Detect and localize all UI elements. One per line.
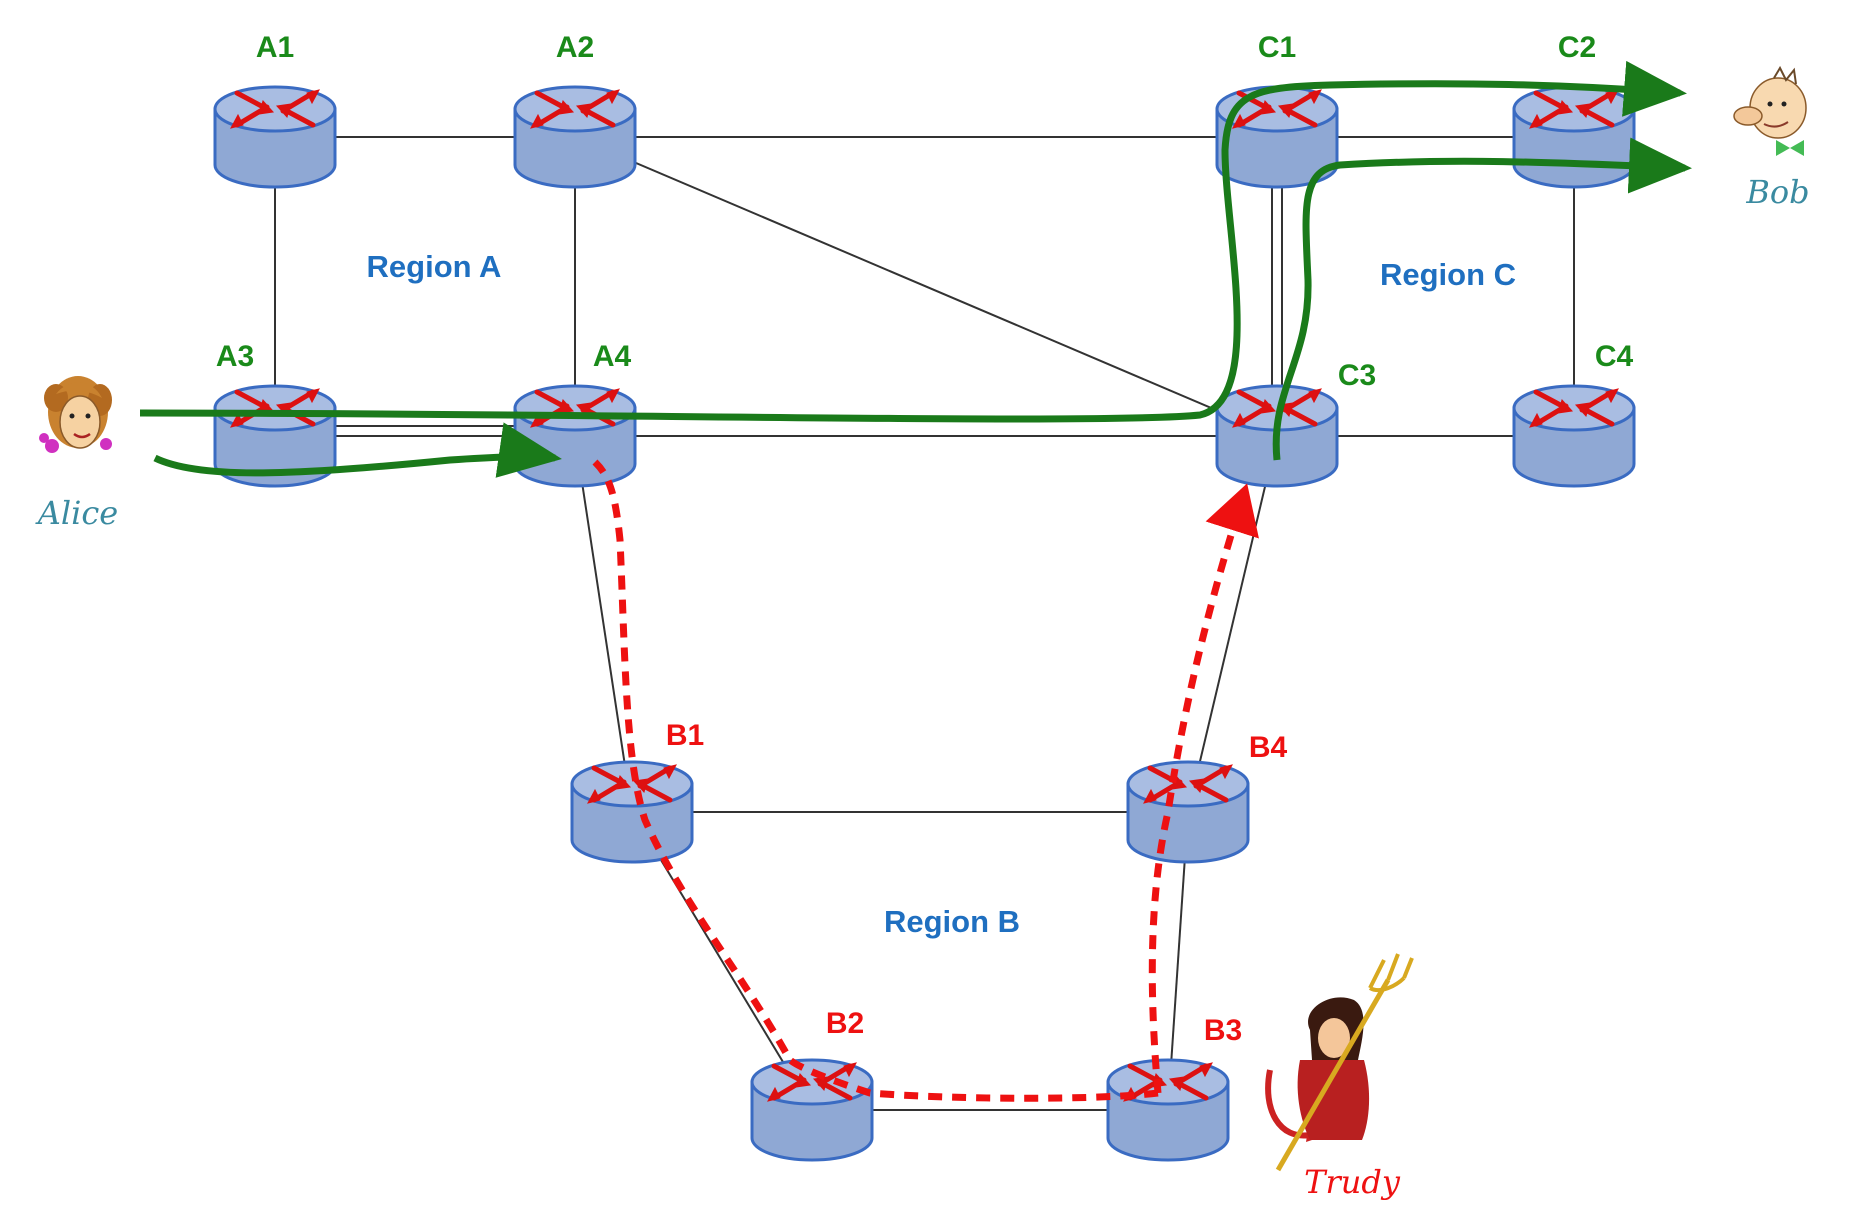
router-label-a2: A2 [556,31,594,64]
router-label-b2: B2 [826,1007,864,1040]
region-labels: Region A Region B Region C [367,249,1516,939]
link-a2-c3 [574,136,1278,437]
router-c4-icon [1514,386,1634,486]
router-label-c4: C4 [1595,340,1634,373]
region-b-label: Region B [884,904,1020,939]
router-c2-icon [1514,87,1634,187]
router-label-a4: A4 [593,340,632,373]
region-c-label: Region C [1380,257,1516,292]
router-label-b4: B4 [1249,731,1288,764]
legit-path-alice-to-a4 [153,422,562,478]
router-a1-icon [215,87,335,187]
legit-path-c3-to-bob [1272,137,1692,461]
link-a4-b1 [574,435,633,813]
legit-path-alice-to-bob [139,60,1687,423]
router-b4-icon [1128,762,1248,862]
trudy-icon [1265,953,1414,1172]
trudy-label: Trudy [1304,1163,1401,1201]
routers [215,87,1634,1160]
region-a-label: Region A [367,249,502,284]
alice-label: Alice [35,494,118,532]
router-label-b1: B1 [666,719,704,752]
router-labels: A1 A2 C1 C2 A3 A4 C3 C4 B1 B4 B2 B3 [216,31,1634,1047]
attack-path [1148,483,1259,1094]
alice-icon [39,376,112,453]
bob-label: Bob [1745,173,1809,211]
router-label-c3: C3 [1338,359,1376,392]
router-a4-icon [515,386,635,486]
link-c3-b4 [1187,435,1278,813]
router-a2-icon [515,87,635,187]
router-label-a1: A1 [256,31,294,64]
router-label-c1: C1 [1258,31,1296,64]
router-label-a3: A3 [216,340,254,373]
router-b3-icon [1108,1060,1228,1160]
router-label-c2: C2 [1558,31,1596,64]
bob-icon [1733,65,1807,156]
router-label-b3: B3 [1204,1014,1242,1047]
